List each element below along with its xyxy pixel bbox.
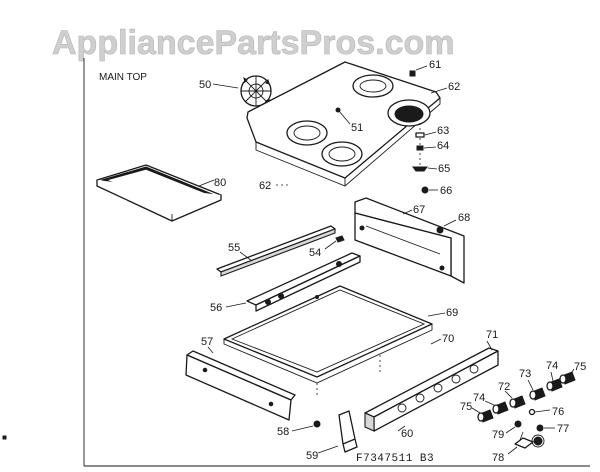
washer-part-79 xyxy=(514,420,522,428)
bracket-part-59 xyxy=(338,410,358,453)
leader-71 xyxy=(486,340,493,351)
front-trim-part-57 xyxy=(185,350,296,421)
leader-57 xyxy=(207,346,214,354)
callout-58: 58 xyxy=(277,426,289,438)
callout-59: 59 xyxy=(306,450,318,462)
callout-75-upper: 75 xyxy=(574,361,586,373)
bezel-part-77 xyxy=(536,424,544,432)
callout-77: 77 xyxy=(557,423,569,435)
callout-76: 76 xyxy=(552,406,564,418)
callout-67: 67 xyxy=(413,204,425,216)
knob-part-74-lower xyxy=(492,401,509,415)
leader-68 xyxy=(443,219,457,227)
callout-57: 57 xyxy=(201,336,213,348)
callout-62-bottom: 62 xyxy=(259,180,271,192)
leader-79 xyxy=(505,426,516,434)
leader-75-lower xyxy=(471,407,481,414)
leader-62-top xyxy=(430,87,448,94)
leader-74-upper xyxy=(550,371,554,382)
watermark-text: AppliancePartsPros.com xyxy=(52,24,454,62)
leader-69 xyxy=(427,312,446,317)
callout-55: 55 xyxy=(228,242,240,254)
leader-70 xyxy=(430,338,442,345)
control-panel-part-60 xyxy=(364,347,499,432)
leader-74-lower xyxy=(484,400,495,406)
griddle-tray-part-80 xyxy=(96,164,222,222)
callout-50: 50 xyxy=(199,79,211,91)
callout-72: 72 xyxy=(498,381,510,393)
leader-56 xyxy=(225,302,247,308)
leader-76 xyxy=(534,409,551,413)
leader-75-upper xyxy=(569,368,575,376)
section-title: MAIN TOP xyxy=(99,72,147,83)
callout-64: 64 xyxy=(437,140,449,152)
knob-part-72 xyxy=(509,395,526,409)
drawing-number: F7347511 B3 xyxy=(356,453,434,465)
callout-79: 79 xyxy=(492,429,504,441)
knob-part-75-lower xyxy=(477,409,494,423)
callout-68: 68 xyxy=(458,212,470,224)
leader-64 xyxy=(423,146,437,149)
callout-66: 66 xyxy=(440,185,452,197)
leader-51 xyxy=(338,110,351,125)
main-top-frame-part-69 xyxy=(223,285,433,398)
callout-80: 80 xyxy=(214,177,226,189)
leader-54 xyxy=(324,240,337,250)
screw-part-66 xyxy=(421,186,429,194)
callout-62-top: 62 xyxy=(448,81,460,93)
callout-74-upper: 74 xyxy=(546,360,558,372)
knob-part-75-upper xyxy=(559,371,576,385)
leader-80 xyxy=(198,179,215,187)
callout-70: 70 xyxy=(442,333,454,345)
burner-grate-part-50 xyxy=(240,75,272,107)
callout-54: 54 xyxy=(309,247,321,259)
leader-72 xyxy=(504,390,513,399)
callout-56: 56 xyxy=(210,302,222,314)
leader-59 xyxy=(317,445,339,454)
leader-60 xyxy=(397,425,406,432)
spring-part-76 xyxy=(528,408,536,416)
callout-65: 65 xyxy=(438,163,450,175)
knob-part-74-upper xyxy=(546,378,563,392)
main-top-cooktop xyxy=(246,61,441,187)
hardware-stack-63-65 xyxy=(412,123,428,172)
front-bracket-part-56 xyxy=(246,252,361,312)
leader-61 xyxy=(415,65,428,71)
screw-part-68 xyxy=(436,226,444,234)
leader-73 xyxy=(527,379,534,391)
callout-69: 69 xyxy=(446,307,458,319)
callout-63: 63 xyxy=(437,125,449,137)
callout-51: 51 xyxy=(351,122,363,134)
leader-50 xyxy=(212,83,239,89)
callout-71: 71 xyxy=(486,329,498,341)
callout-61: 61 xyxy=(429,59,441,71)
leader-78 xyxy=(507,446,518,455)
clip-part-54 xyxy=(335,235,345,243)
leader-67 xyxy=(402,209,413,215)
leader-58 xyxy=(291,425,314,432)
leader-63 xyxy=(424,131,437,136)
rear-bracket-part-67 xyxy=(354,197,465,284)
screw-part-61 xyxy=(409,70,416,77)
trim-strip-part-55 xyxy=(216,225,336,277)
callout-75-lower: 75 xyxy=(460,401,472,413)
leader-65 xyxy=(427,167,438,170)
switch-part-78 xyxy=(514,431,545,449)
knob-part-73 xyxy=(529,387,546,401)
screw-part-58 xyxy=(313,420,321,428)
callout-78: 78 xyxy=(492,452,504,464)
callout-60: 60 xyxy=(401,428,413,440)
leader-55 xyxy=(239,251,253,262)
callout-74-lower: 74 xyxy=(473,392,485,404)
edge-mark xyxy=(2,435,7,440)
callout-73: 73 xyxy=(519,368,531,380)
